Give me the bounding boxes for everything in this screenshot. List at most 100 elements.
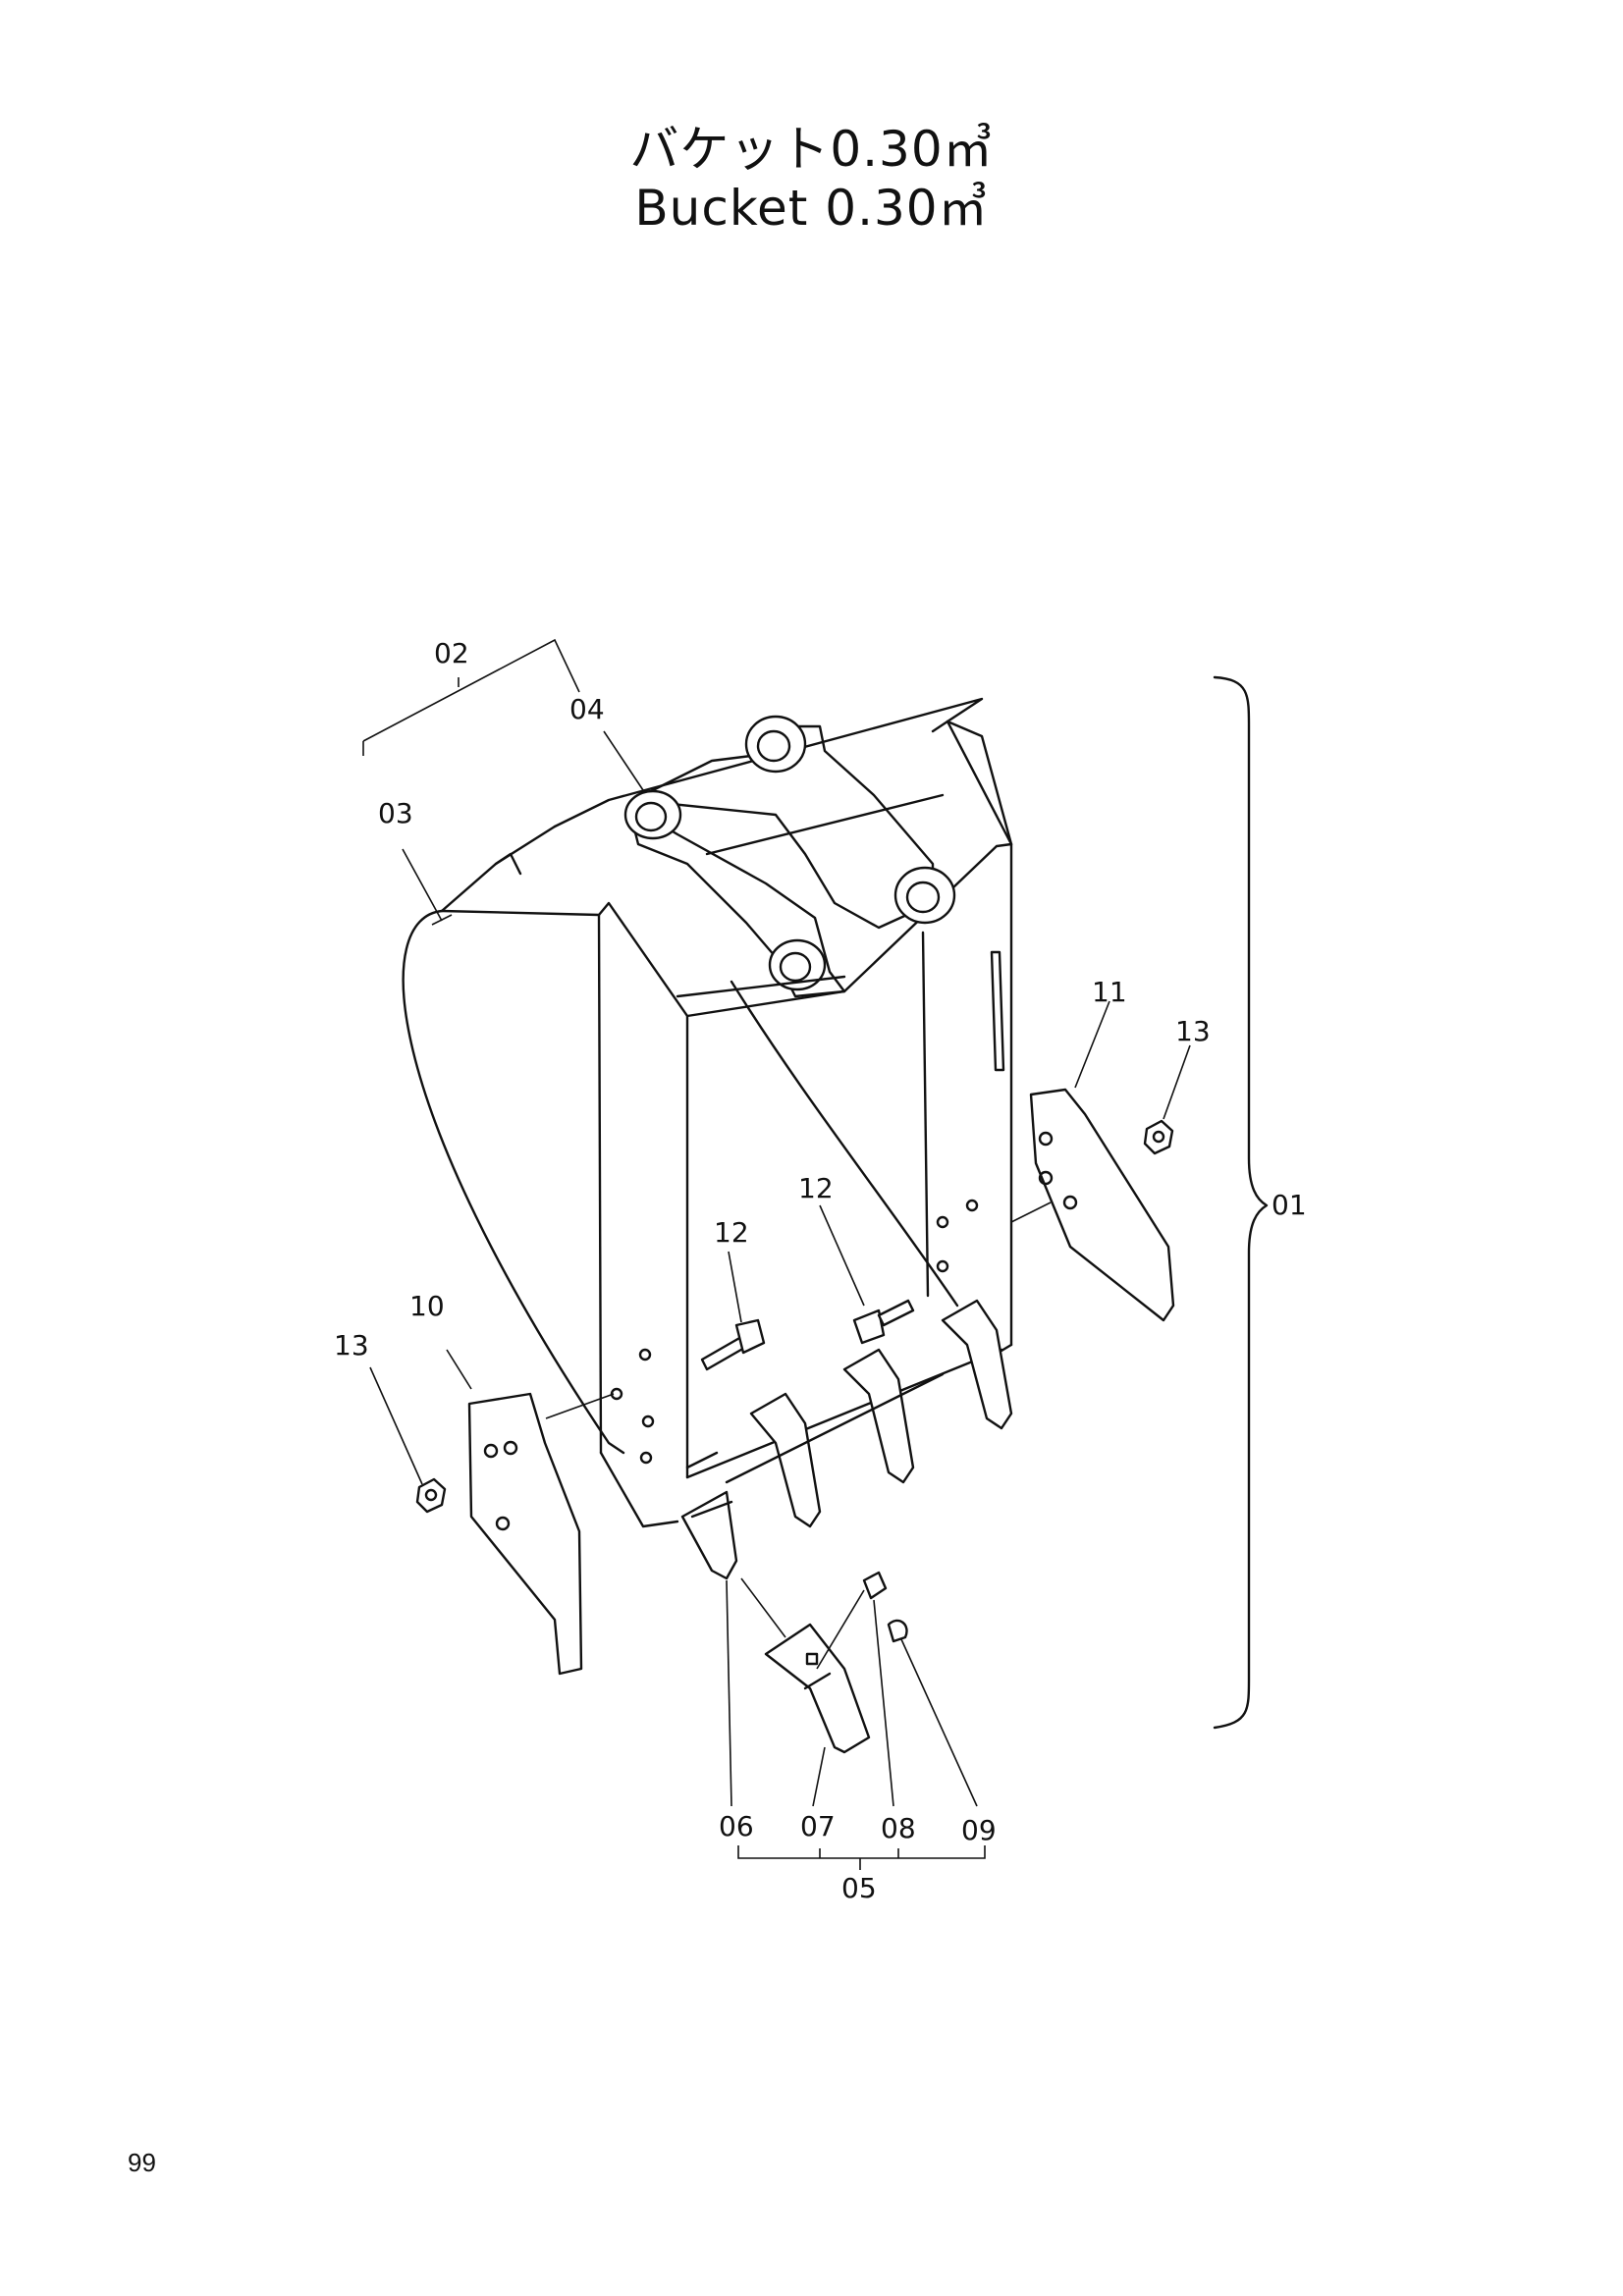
side-cutter-10 — [467, 1392, 583, 1676]
bolt-12-right-shank — [877, 1299, 915, 1327]
ear-bottom-bar — [676, 975, 846, 998]
callout-12-left: 12 — [714, 1216, 749, 1249]
cutter-hole — [1062, 1195, 1078, 1210]
callout-08: 08 — [881, 1812, 916, 1844]
tooth-07-line — [803, 1672, 832, 1690]
callout-13-left: 13 — [334, 1329, 369, 1362]
leader-10-hole — [545, 1393, 615, 1419]
bucket-front-face — [685, 842, 1013, 1347]
bucket-top-rim-left — [440, 825, 557, 913]
bucket-inner-line-right — [921, 931, 930, 1298]
boss-top — [744, 715, 807, 774]
leader-13-left — [369, 1366, 423, 1485]
callout-07: 07 — [800, 1810, 836, 1842]
callout-04: 04 — [569, 693, 605, 725]
cutter-hole — [1038, 1170, 1054, 1186]
leader-11 — [1074, 1000, 1110, 1089]
cutter-hole — [503, 1440, 518, 1456]
side-cutters — [467, 1088, 1175, 1676]
leader-10 — [446, 1349, 472, 1390]
boss-right-hole — [905, 881, 941, 914]
leader-11-hole — [1010, 1201, 1052, 1223]
bucket-shell-back-edge — [402, 909, 625, 1455]
callout-01: 01 — [1271, 1189, 1307, 1221]
tooth-point-07 — [764, 1623, 871, 1754]
bucket-left-side-bottom — [599, 1451, 679, 1528]
callout-labels: 01 02 03 04 05 06 07 08 09 10 11 12 12 1… — [334, 637, 1307, 1904]
leader-13-right — [1163, 1044, 1191, 1120]
callout-05: 05 — [841, 1872, 877, 1904]
bucket-right-top-edge — [946, 720, 1013, 846]
leader-08 — [873, 1599, 894, 1807]
bolt-12-right-head — [852, 1308, 886, 1345]
bracket-05-ticks — [819, 1848, 899, 1870]
lock-09 — [887, 1619, 908, 1643]
nut-13-left — [415, 1477, 447, 1514]
nut-13-right-hole — [1152, 1130, 1165, 1144]
bracket-02 — [362, 638, 580, 742]
boss-lower — [768, 938, 827, 991]
bucket-inner-curve — [730, 980, 959, 1308]
boss-04-hole — [634, 801, 668, 832]
callout-12-right: 12 — [798, 1172, 834, 1204]
callout-09: 09 — [961, 1814, 997, 1846]
callout-06: 06 — [719, 1810, 754, 1842]
callout-02: 02 — [434, 637, 469, 669]
leader-03-tick — [431, 914, 453, 926]
boss-top-hole — [756, 729, 791, 763]
callout-03: 03 — [378, 797, 413, 829]
page-number: 99 — [128, 2148, 156, 2177]
side-hole — [638, 1348, 652, 1362]
tooth-adapter-bar — [725, 1372, 945, 1484]
tooth-4 — [941, 1299, 1013, 1430]
brace-01 — [1213, 675, 1269, 1730]
bucket-body — [402, 697, 1013, 1528]
bucket-teeth — [680, 1299, 1013, 1580]
title-english: Bucket 0.30㎥ — [634, 180, 989, 237]
leader-07 — [812, 1746, 826, 1807]
side-cutter-11 — [1029, 1088, 1175, 1322]
exploded-tooth-07 — [764, 1571, 908, 1754]
bucket-right-corner — [931, 720, 1013, 846]
side-hole — [965, 1199, 979, 1212]
bucket-front-left-plate — [597, 901, 689, 1479]
callout-10: 10 — [409, 1290, 445, 1322]
cutter-hole — [495, 1516, 511, 1531]
leader-tooth — [740, 1577, 786, 1638]
leader-12-left — [728, 1251, 742, 1323]
cutter-hole — [483, 1443, 499, 1459]
bucket-left-side-plate — [440, 909, 603, 1455]
cutting-edge-line — [685, 1348, 1003, 1479]
bolt-12-left-head — [734, 1318, 766, 1355]
bucket-rim-corner — [494, 852, 522, 876]
leader-09 — [900, 1638, 978, 1807]
side-hole — [936, 1215, 949, 1229]
nut-13-right — [1143, 1119, 1174, 1155]
cutting-edge-left — [685, 1451, 719, 1469]
callout-13-right: 13 — [1175, 1015, 1211, 1047]
leader-12-right — [819, 1204, 865, 1307]
leader-06 — [726, 1579, 732, 1807]
tooth-3 — [842, 1348, 915, 1484]
ear-plate-left — [626, 803, 846, 998]
tooth-1-line — [690, 1500, 733, 1519]
leader-04 — [603, 730, 644, 791]
side-hole — [936, 1259, 949, 1273]
boss-right — [893, 866, 956, 925]
tooth-1 — [680, 1490, 738, 1580]
tooth-2 — [749, 1392, 822, 1528]
callout-11: 11 — [1092, 976, 1127, 1008]
boss-lower-hole — [779, 951, 812, 983]
nut-13-left-hole — [424, 1488, 438, 1502]
leader-03 — [402, 848, 443, 922]
bolts-and-nuts — [415, 1119, 1174, 1514]
bucket-right-slot — [990, 950, 1005, 1072]
side-hole — [639, 1451, 653, 1465]
leader-pin — [816, 1589, 865, 1670]
tooth-07-pin-hole — [805, 1652, 819, 1666]
leader-lines — [362, 638, 1269, 1870]
title-japanese: バケット0.30㎥ — [629, 121, 994, 178]
bucket-ear-plates — [623, 715, 956, 998]
side-hole — [641, 1415, 655, 1428]
